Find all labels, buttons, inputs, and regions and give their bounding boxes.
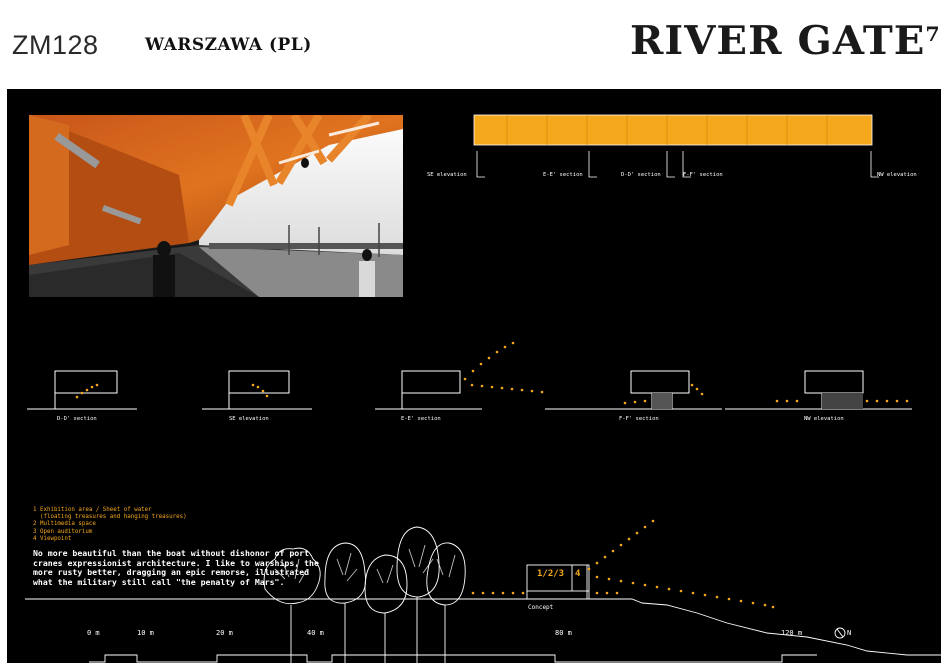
scale-mark-80: 80 m xyxy=(555,629,572,637)
tree-icon xyxy=(364,554,408,663)
tree-icon xyxy=(324,542,367,663)
tree-icon xyxy=(396,526,440,663)
section-label-nw: NW elevation xyxy=(804,416,844,422)
legend-item: 4 Viewpoint xyxy=(33,535,72,542)
scale-mark-20: 20 m xyxy=(216,629,233,637)
legend: 1 Exhibition area / Sheet of water (floa… xyxy=(33,507,187,543)
scale-mark-120: 120 m xyxy=(781,629,803,637)
site-section xyxy=(25,519,941,663)
project-title-superscript: 7 xyxy=(925,22,941,46)
strip-label-dd: D-D' section xyxy=(621,172,661,178)
project-title-text: RIVER GATE xyxy=(630,18,926,64)
tree-icon xyxy=(426,542,466,663)
perspective-render xyxy=(29,115,403,297)
legend-item: 2 Multimedia space xyxy=(33,521,96,528)
scale-mark-10: 10 m xyxy=(137,629,154,637)
north-label: N xyxy=(847,629,852,637)
strip-label-ee: E-E' section xyxy=(543,172,583,178)
room-label-4: 4 xyxy=(575,569,581,579)
longitudinal-strip xyxy=(473,114,879,178)
section-label-ee: E-E' section xyxy=(401,416,441,422)
legend-item: 1 Exhibition area / Sheet of water xyxy=(33,507,152,513)
scale-mark-40: 40 m xyxy=(307,629,324,637)
scale-mark-0: 0 m xyxy=(87,629,100,637)
strip-label-se: SE elevation xyxy=(427,172,467,178)
sections-row xyxy=(27,341,912,410)
section-label-se: SE elevation xyxy=(229,416,269,422)
concept-label: Concept xyxy=(528,604,554,611)
project-title: RIVER GATE7 xyxy=(630,18,941,64)
room-label-123: 1/2/3 xyxy=(537,569,565,579)
concept-quote: No more beautiful than the boat without … xyxy=(33,548,319,587)
project-code: ZM128 xyxy=(12,30,99,60)
legend-item: 3 Open auditorium xyxy=(33,528,93,535)
presentation-board: SE elevation E-E' section D-D' section F… xyxy=(7,89,941,663)
section-label-ff: F-F' section xyxy=(619,416,659,422)
project-city: WARSZAWA (PL) xyxy=(145,35,312,55)
perspective-render-svg xyxy=(29,115,403,297)
header: ZM128 WARSZAWA (PL) RIVER GATE7 xyxy=(0,0,948,88)
strip-label-ff: F-F' section xyxy=(683,172,723,178)
tree-icon xyxy=(263,547,321,663)
legend-item: (floating treasures and hanging treasure… xyxy=(33,514,187,521)
strip-label-nw: NW elevation xyxy=(877,172,917,178)
section-label-dd: D-D' section xyxy=(57,416,97,422)
